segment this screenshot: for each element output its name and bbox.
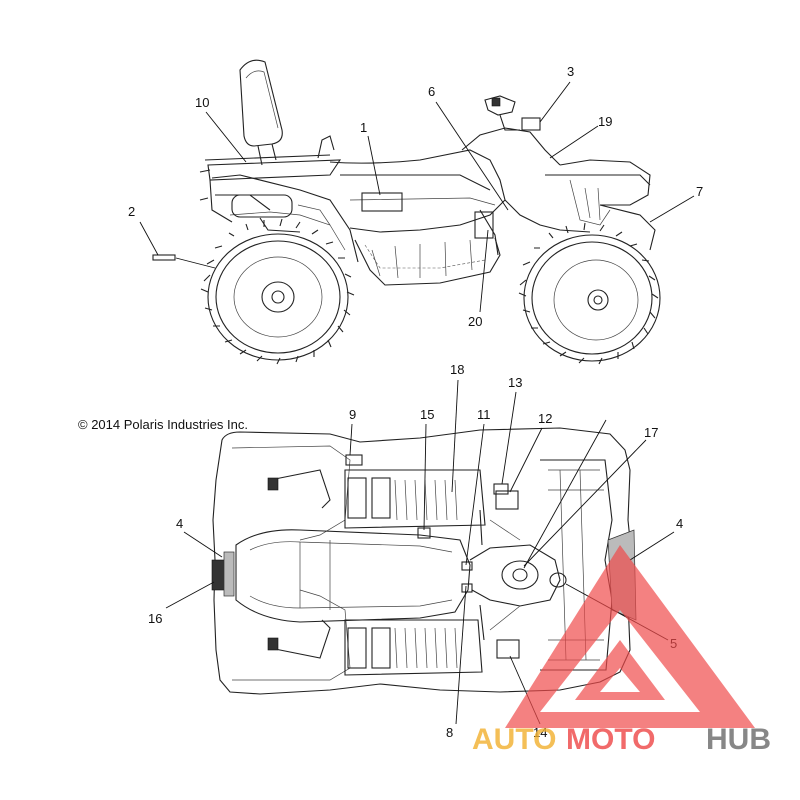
callout-20: 20 xyxy=(468,314,482,329)
top-right-footwell xyxy=(344,619,483,676)
atv-body xyxy=(329,117,656,256)
floorboard xyxy=(354,237,501,286)
copyright-notice: © 2014 Polaris Industries Inc. xyxy=(78,417,248,432)
watermark-auto: AUTO xyxy=(472,723,556,756)
callout-12: 12 xyxy=(538,411,552,426)
decal-5 xyxy=(549,572,567,588)
decal-14 xyxy=(496,639,520,659)
watermark-moto: MOTO xyxy=(566,723,655,756)
automotohub-watermark: AUTO MOTO HUB xyxy=(472,545,771,756)
callout-14: 14 xyxy=(533,725,547,740)
callout-7: 7 xyxy=(696,184,703,199)
watermark-hub: HUB xyxy=(706,723,771,756)
callout-17: 17 xyxy=(644,425,658,440)
callout-15: 15 xyxy=(420,407,434,422)
rear-fender-rack xyxy=(199,135,359,263)
handlebar xyxy=(484,95,520,131)
callout-3: 3 xyxy=(567,64,574,79)
decal-9 xyxy=(345,454,363,466)
callout-1: 1 xyxy=(360,120,367,135)
decal-13 xyxy=(493,483,509,495)
callout-10: 10 xyxy=(195,95,209,110)
callout-6: 6 xyxy=(428,84,435,99)
decal-2 xyxy=(152,254,176,261)
callout-18: 18 xyxy=(450,362,464,377)
seat-backrest xyxy=(239,59,283,166)
callout-4-front: 4 xyxy=(676,516,683,531)
callout-9: 9 xyxy=(349,407,356,422)
callout-13: 13 xyxy=(508,375,522,390)
atv-side-view xyxy=(152,59,661,365)
front-wheel xyxy=(518,222,661,365)
side-view-callouts: 1 2 3 6 7 10 19 20 xyxy=(128,64,703,329)
rear-wheel xyxy=(200,218,355,365)
callout-11: 11 xyxy=(477,407,491,422)
top-left-footwell xyxy=(344,469,486,539)
callout-4-rear: 4 xyxy=(176,516,183,531)
decal-12 xyxy=(495,490,519,510)
callout-16: 16 xyxy=(148,611,162,626)
callout-8: 8 xyxy=(446,725,453,740)
callout-2: 2 xyxy=(128,204,135,219)
engine-exhaust xyxy=(231,194,331,233)
callout-19: 19 xyxy=(598,114,612,129)
top-view-callouts: 4 4 5 8 9 11 12 13 14 15 16 17 18 xyxy=(148,362,683,740)
